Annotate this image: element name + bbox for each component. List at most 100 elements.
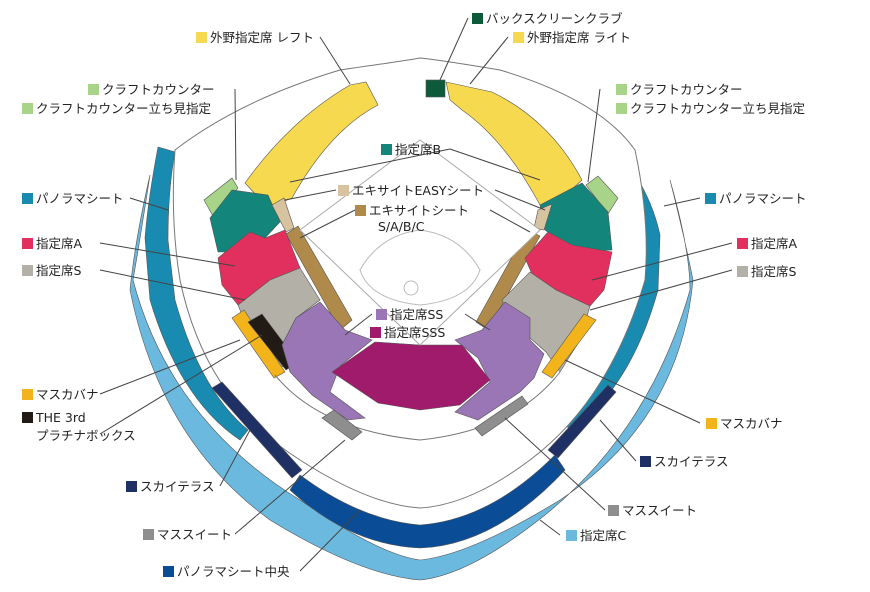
zone-shitei-b-left[interactable] [209, 189, 281, 253]
zone-skyterrace-left[interactable] [211, 381, 303, 479]
zone-masukapana-left[interactable] [231, 309, 286, 379]
leader-line [99, 242, 236, 267]
label-shitei-b: 指定席B [395, 142, 442, 157]
swatch-skyterrace [126, 481, 137, 492]
swatch-massuite [608, 505, 619, 516]
legend-skyterrace-right: スカイテラス [640, 454, 729, 469]
legend-excite-seat: エキサイトシート [355, 203, 469, 218]
label-craft-counter-right: クラフトカウンター [630, 82, 743, 97]
leader-line [219, 429, 251, 487]
label-massuite-left: マススイート [157, 527, 233, 542]
leader-line [599, 419, 637, 462]
label-shitei-s-left: 指定席S [36, 263, 82, 278]
label-shitei-ss: 指定席SS [390, 307, 444, 322]
leader-line [489, 209, 531, 233]
legend-outfield-left: 外野指定席 レフト [196, 30, 314, 45]
legend-masukapana-left: マスカバナ [22, 387, 99, 402]
label-shitei-sss: 指定席SSS [384, 325, 446, 340]
swatch-shitei-s [22, 265, 33, 276]
swatch-shitei-a [737, 238, 748, 249]
swatch-outfield [196, 32, 207, 43]
legend-craft-counter-left: クラフトカウンター [88, 82, 215, 97]
leader-line [494, 189, 546, 211]
zone-masukapana-right[interactable] [541, 313, 597, 379]
swatch-sss [370, 327, 381, 338]
zone-panorama-center[interactable] [289, 454, 566, 549]
leader-line [469, 36, 509, 85]
zone-panorama-left[interactable] [144, 146, 249, 441]
leader-line [299, 209, 356, 239]
leader-line [439, 17, 469, 81]
zone-ss-right[interactable] [454, 301, 545, 421]
label-outfield-right: 外野指定席 ライト [527, 30, 631, 45]
legend-shitei-sss: 指定席SSS [370, 325, 445, 340]
swatch-shitei-a [22, 238, 33, 249]
legend-panorama-right: パノラマシート [705, 191, 807, 206]
label-panorama-right: パノラマシート [719, 191, 807, 206]
swatch-craft [88, 84, 99, 95]
zone-easy-right[interactable] [533, 203, 553, 231]
leader-line [99, 339, 241, 395]
label-panorama-left: パノラマシート [36, 191, 124, 206]
zone-craft-left[interactable] [203, 177, 239, 219]
swatch-craft [616, 103, 627, 114]
label-the3rd-line2: プラチナボックス [36, 428, 136, 443]
zone-sss[interactable] [331, 341, 491, 411]
legend-shitei-a-left: 指定席A [22, 236, 82, 251]
legend-craft-counter-right: クラフトカウンター [616, 82, 743, 97]
swatch-panorama-center [163, 566, 174, 577]
leader-line [344, 313, 373, 336]
swatch-shitei-c [566, 530, 577, 541]
legend-shitei-s-left: 指定席S [22, 263, 81, 278]
swatch-skyterrace [640, 456, 651, 467]
zone-massuite-left[interactable] [321, 409, 363, 441]
zone-ss-left[interactable] [281, 301, 373, 421]
legend-massuite-right: マススイート [608, 503, 697, 518]
legend-the3rd-line2: プラチナボックス [36, 428, 136, 443]
label-shitei-s-right: 指定席S [751, 264, 797, 279]
zone-shitei-b-right[interactable] [539, 182, 613, 253]
label-panorama-center: パノラマシート中央 [177, 564, 290, 579]
label-shitei-a-right: 指定席A [751, 236, 798, 251]
zone-easy-left[interactable] [271, 197, 295, 233]
swatch-platinum [22, 412, 33, 423]
legend-outfield-right: 外野指定席 ライト [513, 30, 631, 45]
label-skyterrace-left: スカイテラス [140, 479, 215, 494]
label-craft-counter-left: クラフトカウンター [102, 82, 215, 97]
legend-easy-seat: エキサイトEASYシート [338, 183, 484, 198]
leader-line [234, 439, 346, 535]
leader-line [299, 509, 361, 572]
zone-shitei-c[interactable] [129, 174, 694, 581]
legend-shitei-ss: 指定席SS [376, 307, 443, 322]
label-shitei-a-left: 指定席A [36, 236, 83, 251]
infield [359, 229, 481, 306]
legend-massuite-left: マススイート [143, 527, 232, 542]
swatch-panorama [22, 193, 33, 204]
label-craft-stand-left: クラフトカウンター立ち見指定 [36, 101, 212, 116]
zone-outfield-left[interactable] [244, 81, 379, 209]
zone-massuite-right[interactable] [474, 395, 529, 437]
leader-line [99, 334, 263, 435]
legend-shitei-s-right: 指定席S [737, 264, 796, 279]
legend-panorama-center: パノラマシート中央 [163, 564, 290, 579]
legend-excite-sub: S/A/B/C [378, 219, 424, 234]
swatch-panorama [705, 193, 716, 204]
leader-line [129, 197, 169, 211]
legend-masukapana-right: マスカバナ [706, 416, 783, 431]
legend-backscreen-club: バックスクリーンクラブ [472, 11, 623, 26]
leader-line [564, 359, 701, 424]
label-shitei-c: 指定席C [580, 528, 627, 543]
leader-line [289, 148, 451, 183]
label-craft-stand-right: クラフトカウンター立ち見指定 [630, 101, 806, 116]
leader-line [663, 197, 701, 207]
zone-excite-left[interactable] [285, 225, 353, 331]
zone-backscreen[interactable] [425, 79, 446, 98]
swatch-easy [338, 185, 349, 196]
legend-craft-stand-right: クラフトカウンター立ち見指定 [616, 101, 805, 116]
swatch-excite [355, 205, 366, 216]
field-diamond [299, 139, 541, 346]
legend-craft-stand-left: クラフトカウンター立ち見指定 [22, 101, 211, 116]
leader-line [539, 519, 561, 536]
zone-skyterrace-right[interactable] [547, 384, 617, 459]
